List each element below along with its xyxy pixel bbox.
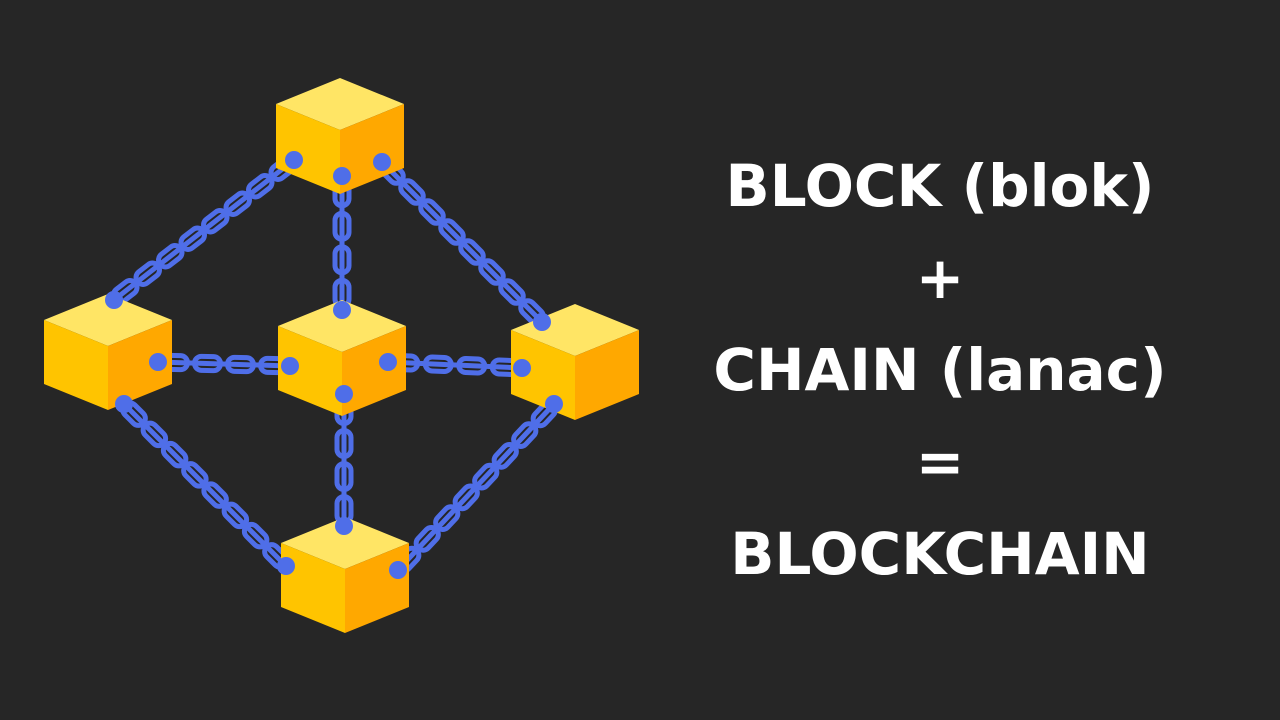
chain-link — [181, 461, 209, 489]
equation-line-equals: = — [915, 428, 965, 496]
equation-line-result: BLOCKCHAIN — [730, 520, 1150, 588]
chain-link — [241, 521, 270, 550]
chain-top-right — [373, 153, 551, 331]
chain-link — [223, 190, 252, 217]
equation-text: BLOCK (blok) + CHAIN (lanac) = BLOCKCHAI… — [700, 140, 1180, 600]
equation-line-block: BLOCK (blok) — [725, 152, 1155, 220]
chain-link — [178, 225, 207, 252]
chain-link — [422, 354, 454, 375]
blockchain-diagram — [44, 78, 639, 633]
cube-right-face — [575, 330, 639, 420]
chain-link — [225, 354, 256, 375]
equation-line-chain: CHAIN (lanac) — [713, 336, 1167, 404]
cube-right-face — [108, 320, 172, 410]
cube-right-face — [340, 104, 404, 194]
chain-anchor-dot — [533, 313, 551, 331]
chain-anchor-dot — [373, 153, 391, 171]
chain-link — [192, 353, 223, 374]
chain-link — [133, 260, 162, 287]
chain-link — [221, 501, 250, 530]
chain-anchor-dot — [335, 517, 353, 535]
cube-right-face — [342, 326, 406, 416]
chain-link — [201, 208, 230, 235]
chain-anchor-dot — [333, 167, 351, 185]
chain-rod — [155, 359, 293, 369]
cubes-layer — [44, 78, 639, 633]
cube-left — [44, 294, 172, 410]
cube-left-face — [278, 326, 342, 416]
chain-anchor-dot — [105, 291, 123, 309]
chain-link — [160, 440, 189, 469]
chain-anchor-dot — [513, 359, 531, 377]
chain-rod — [385, 359, 525, 371]
chain-anchor-dot — [285, 151, 303, 169]
chain-link — [140, 420, 169, 449]
chain-link — [456, 355, 488, 376]
chain-top-left — [105, 151, 303, 309]
chain-anchor-dot — [389, 561, 407, 579]
chain-link — [201, 481, 229, 509]
chain-link — [156, 243, 185, 270]
chain-link — [246, 173, 275, 200]
cube-left-face — [276, 104, 340, 194]
equation-line-plus: + — [915, 244, 965, 312]
cube-left-face — [44, 320, 108, 410]
chain-anchor-dot — [379, 353, 397, 371]
chain-left-bottom — [115, 395, 295, 575]
cube-center — [278, 300, 406, 416]
chain-anchor-dot — [281, 357, 299, 375]
chain-anchor-dot — [335, 385, 353, 403]
chain-anchor-dot — [277, 557, 295, 575]
chain-anchor-dot — [333, 301, 351, 319]
chain-link — [334, 428, 354, 459]
cube-right — [511, 304, 639, 420]
chain-right-bottom — [389, 395, 563, 579]
cube-left-face — [281, 543, 345, 633]
chain-link — [332, 210, 352, 242]
chain-anchor-dot — [115, 395, 133, 413]
chain-anchor-dot — [545, 395, 563, 413]
cube-top — [276, 78, 404, 194]
chain-link — [334, 461, 354, 492]
cube-bottom — [281, 517, 409, 633]
chain-link — [332, 244, 352, 276]
chain-anchor-dot — [149, 353, 167, 371]
